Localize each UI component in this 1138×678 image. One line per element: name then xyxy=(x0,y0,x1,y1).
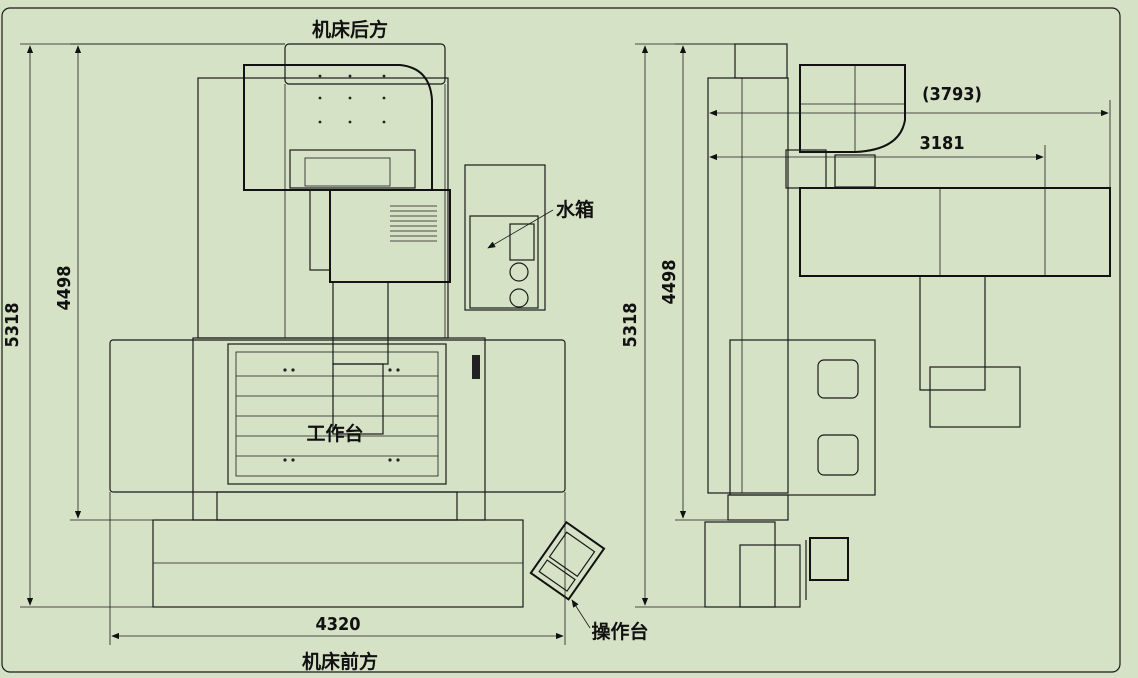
vent-grille xyxy=(390,205,437,242)
label-worktable: 工作台 xyxy=(306,422,363,445)
side-view xyxy=(704,43,1111,608)
label-rear: 机床后方 xyxy=(312,18,388,41)
operator-station-drawing xyxy=(529,520,606,601)
side-dimensions xyxy=(635,43,1111,608)
dim-front-height-machine: 4498 xyxy=(54,265,75,310)
label-operator-station: 操作台 xyxy=(591,620,648,643)
drawing-border xyxy=(1,7,1121,673)
dim-side-height-total: 5318 xyxy=(620,302,641,347)
dim-front-width: 4320 xyxy=(315,614,360,635)
dim-front-height-total: 5318 xyxy=(2,302,23,347)
dim-side-depth-overall: (3793) xyxy=(922,84,982,105)
dim-side-height-machine: 4498 xyxy=(659,259,680,304)
front-dimensions xyxy=(20,43,566,645)
label-water-tank: 水箱 xyxy=(556,198,594,221)
label-front: 机床前方 xyxy=(302,650,378,673)
dim-side-depth: 3181 xyxy=(919,133,964,154)
front-view xyxy=(109,43,606,629)
